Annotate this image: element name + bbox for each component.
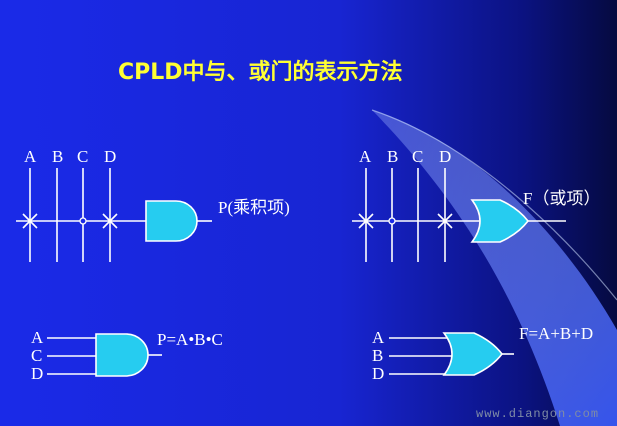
watermark: www.diangon.com	[476, 407, 599, 421]
fixed-connection-dot	[388, 217, 396, 225]
page-title: CPLD中与、或门的表示方法	[118, 59, 403, 85]
input-label-b: B	[372, 346, 383, 365]
programmed-connection-mark	[358, 213, 374, 229]
input-label-b: B	[387, 147, 398, 166]
or-array-diagram: A B C D F（或项）	[352, 147, 600, 262]
programmed-connection-mark	[22, 213, 38, 229]
output-label: F（或项）	[523, 189, 600, 208]
input-label-d: D	[31, 364, 43, 383]
and-gate-symbol	[145, 200, 198, 242]
programmed-connection-mark	[437, 213, 453, 229]
and-gate-example: A C D P=A•B•C	[31, 328, 223, 383]
programmed-connection-mark	[102, 213, 118, 229]
input-label-c: C	[412, 147, 423, 166]
input-label-c: C	[77, 147, 88, 166]
input-label-d: D	[439, 147, 451, 166]
and-array-diagram: A B C D P(乘积项)	[16, 147, 290, 262]
boolean-expression: P=A•B•C	[157, 330, 223, 349]
decorative-swoosh	[372, 110, 617, 426]
input-label-d: D	[372, 364, 384, 383]
input-label-a: A	[359, 147, 372, 166]
fixed-connection-dot	[79, 217, 87, 225]
or-gate-symbol	[470, 199, 530, 243]
and-gate-symbol	[95, 333, 149, 377]
swoosh-highlight	[371, 109, 617, 301]
input-label-b: B	[52, 147, 63, 166]
boolean-expression: F=A+B+D	[519, 324, 593, 343]
or-gate-symbol	[442, 332, 504, 376]
or-gate-example: A B D F=A+B+D	[372, 324, 593, 383]
input-label-a: A	[24, 147, 37, 166]
input-label-d: D	[104, 147, 116, 166]
input-label-a: A	[372, 328, 385, 347]
input-label-c: C	[31, 346, 42, 365]
output-label: P(乘积项)	[218, 198, 290, 217]
input-label-a: A	[31, 328, 44, 347]
